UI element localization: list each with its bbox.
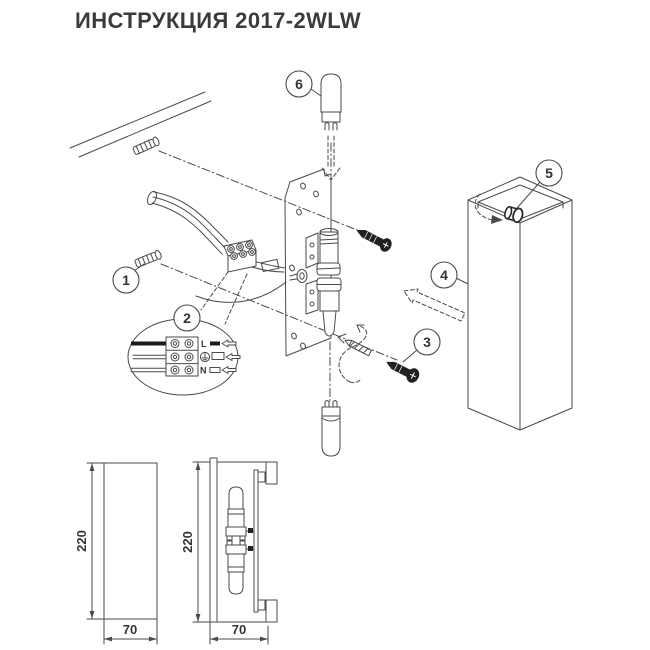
page-title: ИНСТРУКЦИЯ 2017-2WLW: [75, 8, 362, 33]
mounting-screw-upper: [356, 229, 392, 252]
fixing-screw-3: [386, 361, 420, 383]
shade-box: [467, 176, 573, 431]
callout-1: 1: [112, 263, 145, 294]
wall-plug-left: [134, 250, 162, 268]
callout-number: 3: [423, 334, 431, 350]
callout-3: 3: [402, 328, 441, 363]
callout-number: 4: [440, 267, 448, 283]
earth-stub: [211, 352, 225, 360]
side-view-backplate: [253, 469, 266, 613]
neutral-wire: [130, 367, 167, 373]
mains-wires: [146, 190, 287, 303]
neutral-terminal-label: N: [200, 366, 207, 376]
neutral-stub: [209, 367, 221, 373]
side-view-lamp-lower: [225, 540, 247, 595]
callout-4: 4: [430, 261, 469, 289]
rotation-arrow: [338, 324, 367, 384]
wall-plug-top: [132, 136, 160, 155]
callout-5: 5: [516, 159, 563, 209]
callout-number: 5: [545, 165, 553, 181]
front-width-dim: 70: [123, 622, 137, 637]
live-terminal-label: L: [201, 339, 207, 349]
callout-6: 6: [285, 70, 322, 98]
callout-number: 2: [183, 310, 191, 326]
front-view: 220 70: [74, 462, 158, 645]
side-width-dim: 70: [232, 622, 246, 637]
halogen-bulb-top: [320, 73, 342, 131]
earth-symbol: [199, 351, 211, 363]
callout-2: 2: [173, 304, 201, 332]
locking-thumbscrew: [474, 193, 524, 224]
front-height-dim: 220: [74, 530, 89, 552]
pivot-screw: [289, 269, 308, 283]
earth-wire: [132, 354, 167, 360]
lamp-socket-upper: [305, 228, 341, 276]
callout-number: 1: [122, 272, 130, 288]
detail-leader-lines: [200, 271, 248, 325]
install-direction-arrow: [403, 288, 466, 322]
side-height-dim: 220: [180, 531, 195, 553]
wall-edge-lines: [69, 91, 212, 158]
lamp-socket-lower: [305, 277, 342, 337]
insert-direction-arrows: [221, 339, 241, 374]
adjustment-stud: [337, 333, 372, 357]
mounting-plate: [284, 168, 332, 357]
callout-number: 6: [295, 76, 303, 92]
terminal-block: [223, 239, 257, 273]
side-view-lamp-upper: [225, 486, 247, 541]
wiring-detail-bubble: L N: [127, 318, 241, 396]
side-view-fixings: [245, 528, 255, 551]
side-view: 220 70: [180, 457, 278, 645]
halogen-bulb-bottom: [321, 400, 341, 457]
live-stub: [210, 341, 220, 346]
